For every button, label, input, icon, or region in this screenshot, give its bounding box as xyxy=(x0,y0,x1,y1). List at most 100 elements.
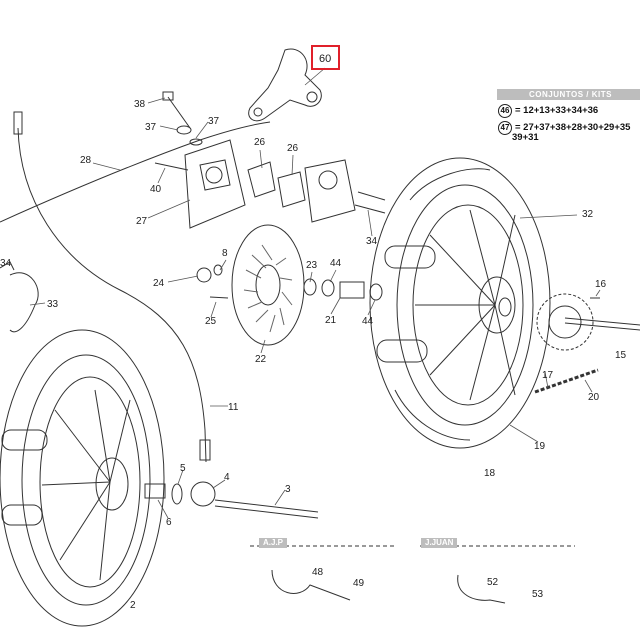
front-tire-section-b xyxy=(1,504,43,526)
callout-34a: 34 xyxy=(366,236,378,247)
sprocket-hub xyxy=(548,305,582,339)
callout-52: 52 xyxy=(487,577,499,588)
callout-8: 8 xyxy=(222,248,228,259)
axle-3 xyxy=(214,499,319,513)
axle-3b xyxy=(214,505,319,519)
front-wheel-spokes xyxy=(41,389,131,581)
callout-15: 15 xyxy=(615,350,627,361)
speedo-drive-4 xyxy=(190,481,216,507)
callout-26a: 26 xyxy=(254,137,266,148)
tire-section-top xyxy=(384,245,436,269)
bracket-34-left xyxy=(0,261,15,271)
callout-44a: 44 xyxy=(330,258,342,269)
spacer-21 xyxy=(339,281,365,299)
front-tire xyxy=(0,329,165,627)
callout-21: 21 xyxy=(325,315,337,326)
rear-tire-inner xyxy=(396,184,534,426)
kit-row-46: 46= 12+13+33+34+36 xyxy=(498,104,598,118)
callout-26b: 26 xyxy=(287,143,299,154)
front-tire-section xyxy=(1,429,48,451)
front-tire-inner xyxy=(21,354,151,606)
chain-17 xyxy=(534,368,599,394)
speedometer-cable-11 xyxy=(17,127,207,463)
washer-37 xyxy=(176,125,192,135)
kit-formula-46: = 12+13+33+34+36 xyxy=(515,105,599,116)
seal-44b xyxy=(369,283,383,301)
bracket-hole xyxy=(306,91,318,103)
nut-24 xyxy=(196,267,212,283)
kits-table-header: CONJUNTOS / KITS xyxy=(497,89,640,100)
sensor-52 xyxy=(457,574,506,604)
callout-20: 20 xyxy=(588,392,600,403)
washer-37b xyxy=(189,138,203,146)
cable-head-top xyxy=(13,111,23,135)
front-hub xyxy=(95,457,129,511)
callout-3: 3 xyxy=(285,484,291,495)
callout-2: 2 xyxy=(130,600,136,611)
brake-disc-vents xyxy=(243,244,293,333)
caliper-body-27 xyxy=(184,139,246,229)
callout-6: 6 xyxy=(166,517,172,528)
rear-rim-32 xyxy=(412,204,524,406)
kit-formula-47: = 27+37+38+28+30+29+35 xyxy=(515,122,631,133)
caliper-half-piston xyxy=(318,170,338,190)
seal-44a xyxy=(321,279,335,297)
callout-18: 18 xyxy=(484,468,496,479)
washer-8 xyxy=(213,264,223,276)
pin-34 xyxy=(357,191,386,201)
callout-labels: 60 38 37 37 28 40 27 26 26 34 34 32 8 24… xyxy=(0,53,627,611)
inset-tab-jjuan: J.JUAN xyxy=(421,538,458,548)
callout-25: 25 xyxy=(205,316,217,327)
callout-32: 32 xyxy=(582,209,594,220)
front-rim xyxy=(39,376,141,588)
rear-tire-18 xyxy=(369,157,551,449)
rear-tread-bottom xyxy=(394,389,471,441)
washer-5 xyxy=(171,483,183,505)
callout-27: 27 xyxy=(136,216,148,227)
callout-49: 49 xyxy=(353,578,365,589)
callout-48: 48 xyxy=(312,567,324,578)
callout-40: 40 xyxy=(150,184,162,195)
callout-38: 38 xyxy=(134,99,146,110)
callout-19: 19 xyxy=(534,441,546,452)
bearing-23 xyxy=(303,278,317,296)
callout-5: 5 xyxy=(180,463,186,474)
cable-end-11 xyxy=(199,439,211,461)
callout-33: 33 xyxy=(47,299,59,310)
bolt-40 xyxy=(154,162,189,171)
brake-cable-28 xyxy=(0,121,271,223)
pin-34b xyxy=(354,204,386,214)
rear-wheel-spokes xyxy=(415,209,516,401)
caliper-piston-circle xyxy=(205,166,223,184)
axle-15b xyxy=(564,322,640,331)
kit-id-46: 46 xyxy=(498,104,512,118)
callout-23: 23 xyxy=(306,260,318,271)
kit-row-47-continuation: 39+31 xyxy=(512,132,539,143)
rear-hub-center xyxy=(498,297,512,317)
rear-hub xyxy=(478,276,516,334)
callout-24: 24 xyxy=(153,278,165,289)
bolt-38 xyxy=(167,96,191,129)
tire-section-bottom xyxy=(376,339,428,363)
callout-17: 17 xyxy=(542,370,554,381)
callout-4: 4 xyxy=(224,472,230,483)
callout-28: 28 xyxy=(80,155,92,166)
callout-34b: 34 xyxy=(0,258,12,269)
brake-pad-26b xyxy=(277,171,306,208)
bracket-hole xyxy=(253,107,263,117)
callout-22: 22 xyxy=(255,354,267,365)
highlight-box-part-60 xyxy=(311,45,340,70)
kit-row-47: 47= 27+37+38+28+30+29+35 xyxy=(498,121,630,135)
spacer-6 xyxy=(144,483,166,499)
leader-lines xyxy=(29,67,601,519)
sensor-48 xyxy=(271,569,351,601)
brake-disc-22 xyxy=(231,224,305,346)
brake-pad-26a xyxy=(247,161,276,198)
callout-37a: 37 xyxy=(145,122,157,133)
callout-16: 16 xyxy=(595,279,607,290)
rear-tread-top xyxy=(409,168,491,201)
bolt-head-38 xyxy=(162,91,174,101)
inset-tab-ajp: A.J.P xyxy=(259,538,288,548)
axle-15 xyxy=(564,317,640,326)
